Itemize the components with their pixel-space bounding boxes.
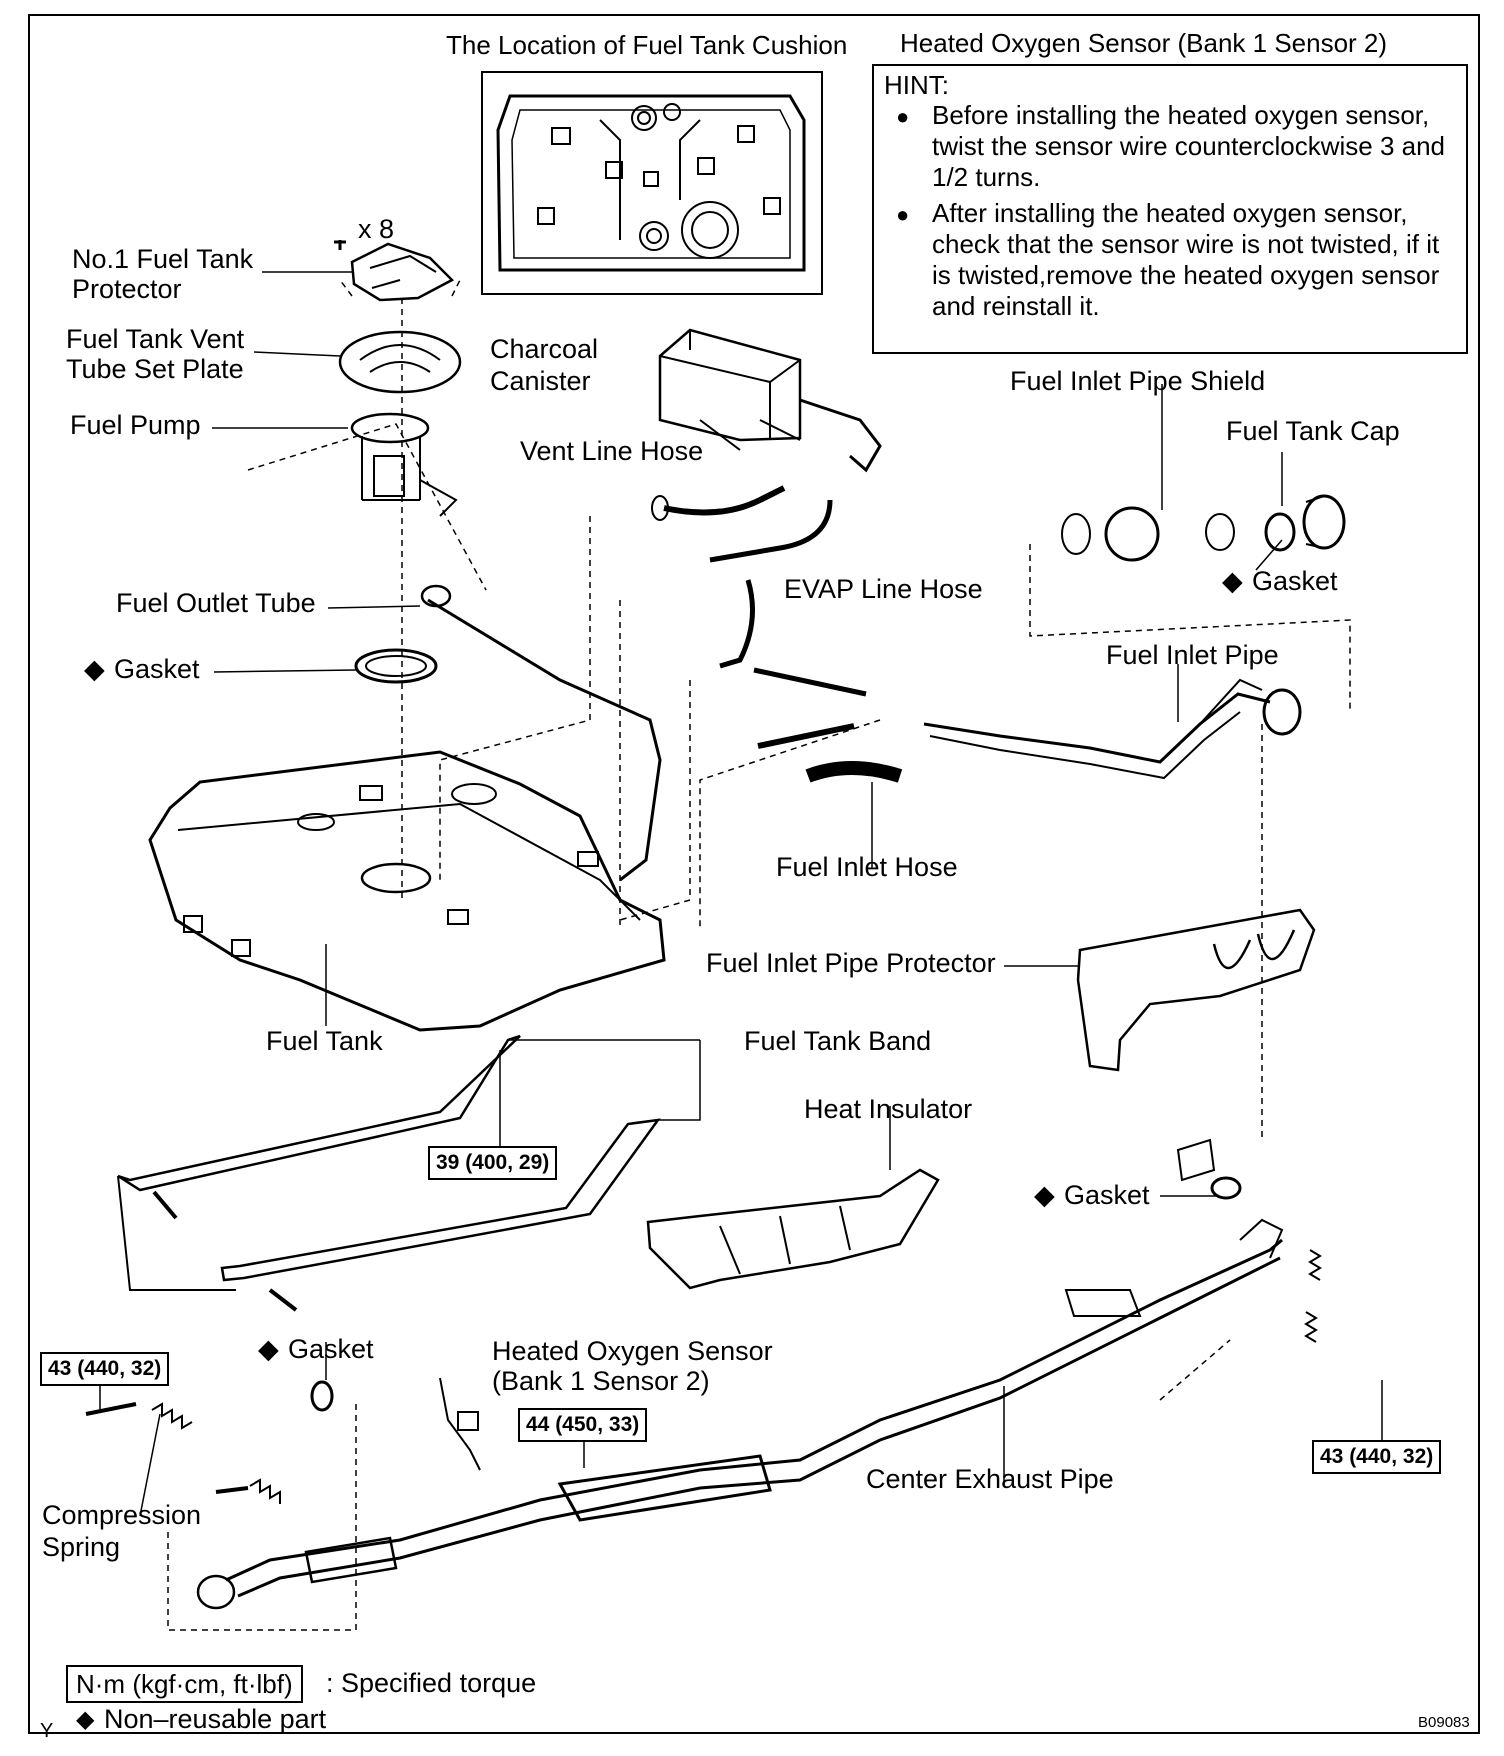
bolt-count-label: x 8 — [358, 214, 395, 244]
fuel-inlet-pipe-illustration — [923, 678, 1302, 780]
fuel-pump-gasket-illustration — [354, 648, 438, 684]
fuel-pump-illustration — [350, 412, 458, 517]
fuel-pump-label: Fuel Pump — [70, 410, 201, 440]
hint-box: HINT: ● Before installing the heated oxy… — [872, 64, 1468, 354]
exhaust-gaskets-illustration — [310, 1138, 1242, 1412]
bullet-icon: ● — [896, 104, 910, 129]
figure-code: B09083 — [1418, 1714, 1470, 1731]
hint-title: HINT: — [884, 70, 949, 100]
charcoal-canister-illustration — [658, 328, 882, 473]
vent-tube-set-plate-label-line2: Tube Set Plate — [66, 354, 244, 384]
fuel-inlet-pipe-protector-illustration — [1076, 908, 1316, 1072]
heat-insulator-illustration — [646, 1168, 940, 1290]
fuel-tank-label: Fuel Tank — [266, 1026, 383, 1056]
charcoal-canister-label-line2: Canister — [490, 366, 591, 396]
fuel-tank-cap-illustration — [1264, 494, 1346, 552]
heated-oxygen-sensor-label-line2: (Bank 1 Sensor 2) — [492, 1366, 710, 1396]
vent-tube-set-plate-label: Fuel Tank Vent — [66, 324, 245, 354]
fuel-tank-illustration — [148, 750, 666, 1032]
front-exhaust-gasket-label: Gasket — [288, 1334, 374, 1364]
compression-spring-label-line2: Spring — [42, 1532, 121, 1562]
fuel-tank-band-label: Fuel Tank Band — [744, 1026, 932, 1056]
compression-spring-illustration — [85, 1249, 1322, 1504]
heated-oxygen-sensor-illustration — [439, 1377, 481, 1471]
heat-insulator-label: Heat Insulator — [804, 1094, 973, 1124]
diagram-frame — [28, 14, 1480, 1734]
no1-fuel-tank-protector-label: No.1 Fuel Tank — [72, 244, 254, 274]
cushion-location-title: The Location of Fuel Tank Cushion — [446, 30, 848, 60]
fuel-inlet-pipe-shield-label: Fuel Inlet Pipe Shield — [1010, 366, 1266, 396]
fuel-inlet-hose-label: Fuel Inlet Hose — [776, 852, 958, 882]
vent-tube-set-plate-illustration — [338, 330, 462, 394]
bullet-icon: ● — [896, 202, 910, 227]
leader-lines — [99, 271, 1383, 1517]
non-reusable-legend: Non–reusable part — [104, 1704, 327, 1734]
fuel-tank-cap-label: Fuel Tank Cap — [1226, 416, 1400, 446]
heated-oxygen-sensor-label: Heated Oxygen Sensor — [492, 1336, 773, 1366]
fuel-inlet-pipe-protector-label: Fuel Inlet Pipe Protector — [706, 948, 996, 978]
vent-line-hose-label: Vent Line Hose — [520, 436, 704, 466]
non-reusable-mark: ◆ — [1222, 566, 1243, 596]
non-reusable-mark: ◆ — [258, 1334, 279, 1364]
hint-item-2: After installing the heated oxygen senso… — [932, 198, 1440, 321]
hint-item-1: Before installing the heated oxygen sens… — [932, 100, 1446, 192]
fuel-tank-band-illustration — [117, 1034, 661, 1312]
fuel-tank-cap-gasket-label: Gasket — [1252, 566, 1338, 596]
charcoal-canister-label: Charcoal — [490, 334, 599, 364]
heated-oxygen-sensor-title: Heated Oxygen Sensor (Bank 1 Sensor 2) — [900, 28, 1388, 58]
tank-cushion-illustration — [481, 71, 823, 295]
exhaust-gasket-label: Gasket — [1064, 1180, 1150, 1210]
non-reusable-mark: ◆ — [84, 654, 105, 684]
torque-unit-legend: N·m (kgf·cm, ft·lbf) — [66, 1665, 303, 1703]
assembly-guides — [167, 279, 1351, 1631]
compression-spring-label: Compression — [42, 1500, 202, 1530]
evap-line-hose-label: EVAP Line Hose — [784, 574, 983, 604]
no1-fuel-tank-protector-label-line2: Protector — [72, 274, 182, 304]
torque-spec-sensor: 44 (450, 33) — [518, 1408, 648, 1442]
non-reusable-mark: ◆ — [1034, 1180, 1055, 1210]
fuel-pump-gasket-label: Gasket — [114, 654, 200, 684]
vent-line-hose-illustration — [651, 485, 786, 521]
center-exhaust-pipe-illustration — [196, 1218, 1284, 1610]
fuel-outlet-tube-illustration — [420, 584, 662, 882]
fuel-inlet-pipe-shield-illustration — [1061, 506, 1235, 562]
torque-spec-front: 43 (440, 32) — [40, 1352, 170, 1386]
non-reusable-mark: ◆ — [76, 1706, 95, 1733]
fuel-outlet-tube-label: Fuel Outlet Tube — [116, 588, 316, 618]
corner-mark: Y — [40, 1720, 54, 1742]
fuel-inlet-pipe-label: Fuel Inlet Pipe — [1106, 640, 1279, 670]
torque-unit-description: : Specified torque — [326, 1668, 537, 1698]
torque-spec-rear: 43 (440, 32) — [1312, 1440, 1442, 1474]
center-exhaust-pipe-label: Center Exhaust Pipe — [866, 1464, 1114, 1494]
torque-spec-band: 39 (400, 29) — [428, 1146, 558, 1180]
no1-fuel-tank-protector-illustration — [334, 240, 455, 302]
fuel-inlet-hose-illustration — [753, 667, 903, 783]
evap-line-hose-illustration — [709, 499, 833, 669]
